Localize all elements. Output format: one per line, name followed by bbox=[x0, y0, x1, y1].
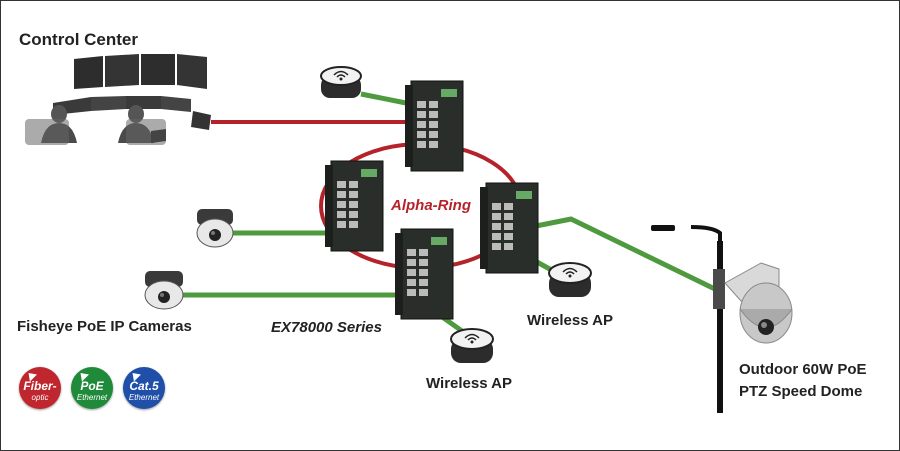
switch-left bbox=[325, 160, 384, 252]
cat5-ethernet-badge-sub: Ethernet bbox=[128, 393, 160, 402]
poe-ethernet-badge: PoE Ethernet bbox=[71, 367, 113, 409]
fiber-optic-badge: Fiber- optic bbox=[19, 367, 61, 409]
ptz-label-line1: Outdoor 60W PoE bbox=[739, 361, 867, 378]
wireless-ap-top bbox=[320, 66, 362, 98]
switch-top bbox=[405, 80, 464, 172]
poe-ethernet-badge-label: PoE bbox=[80, 379, 104, 393]
fisheye-cameras-label: Fisheye PoE IP Cameras bbox=[17, 318, 192, 335]
wireless-ap-right bbox=[548, 262, 592, 297]
cat5-ethernet-badge: Cat.5 Ethernet bbox=[123, 367, 165, 409]
fisheye-camera bbox=[144, 271, 184, 310]
dome-camera bbox=[196, 209, 234, 248]
ptz-label-line2: PTZ Speed Dome bbox=[739, 383, 863, 400]
ptz-poe-link bbox=[535, 216, 721, 294]
switch-right bbox=[480, 182, 539, 274]
control-center-illustration bbox=[25, 54, 211, 145]
switch-bottom bbox=[395, 228, 454, 320]
wireless-ap-bottom bbox=[450, 328, 494, 363]
wireless-ap-bottom-label: Wireless AP bbox=[426, 375, 513, 392]
poe-ethernet-badge-sub: Ethernet bbox=[76, 393, 108, 402]
alpha-ring-label: Alpha-Ring bbox=[391, 197, 471, 214]
cat5-ethernet-badge-label: Cat.5 bbox=[129, 379, 159, 393]
top-ap-poe-link bbox=[360, 91, 412, 107]
control-center-label: Control Center bbox=[19, 30, 138, 49]
fiber-optic-badge-sub: optic bbox=[31, 393, 49, 402]
ptz-speed-dome bbox=[651, 225, 793, 413]
wireless-ap-right-label: Wireless AP bbox=[527, 312, 614, 329]
series-label: EX78000 Series bbox=[271, 319, 382, 336]
fiber-optic-badge-label: Fiber- bbox=[23, 379, 57, 393]
